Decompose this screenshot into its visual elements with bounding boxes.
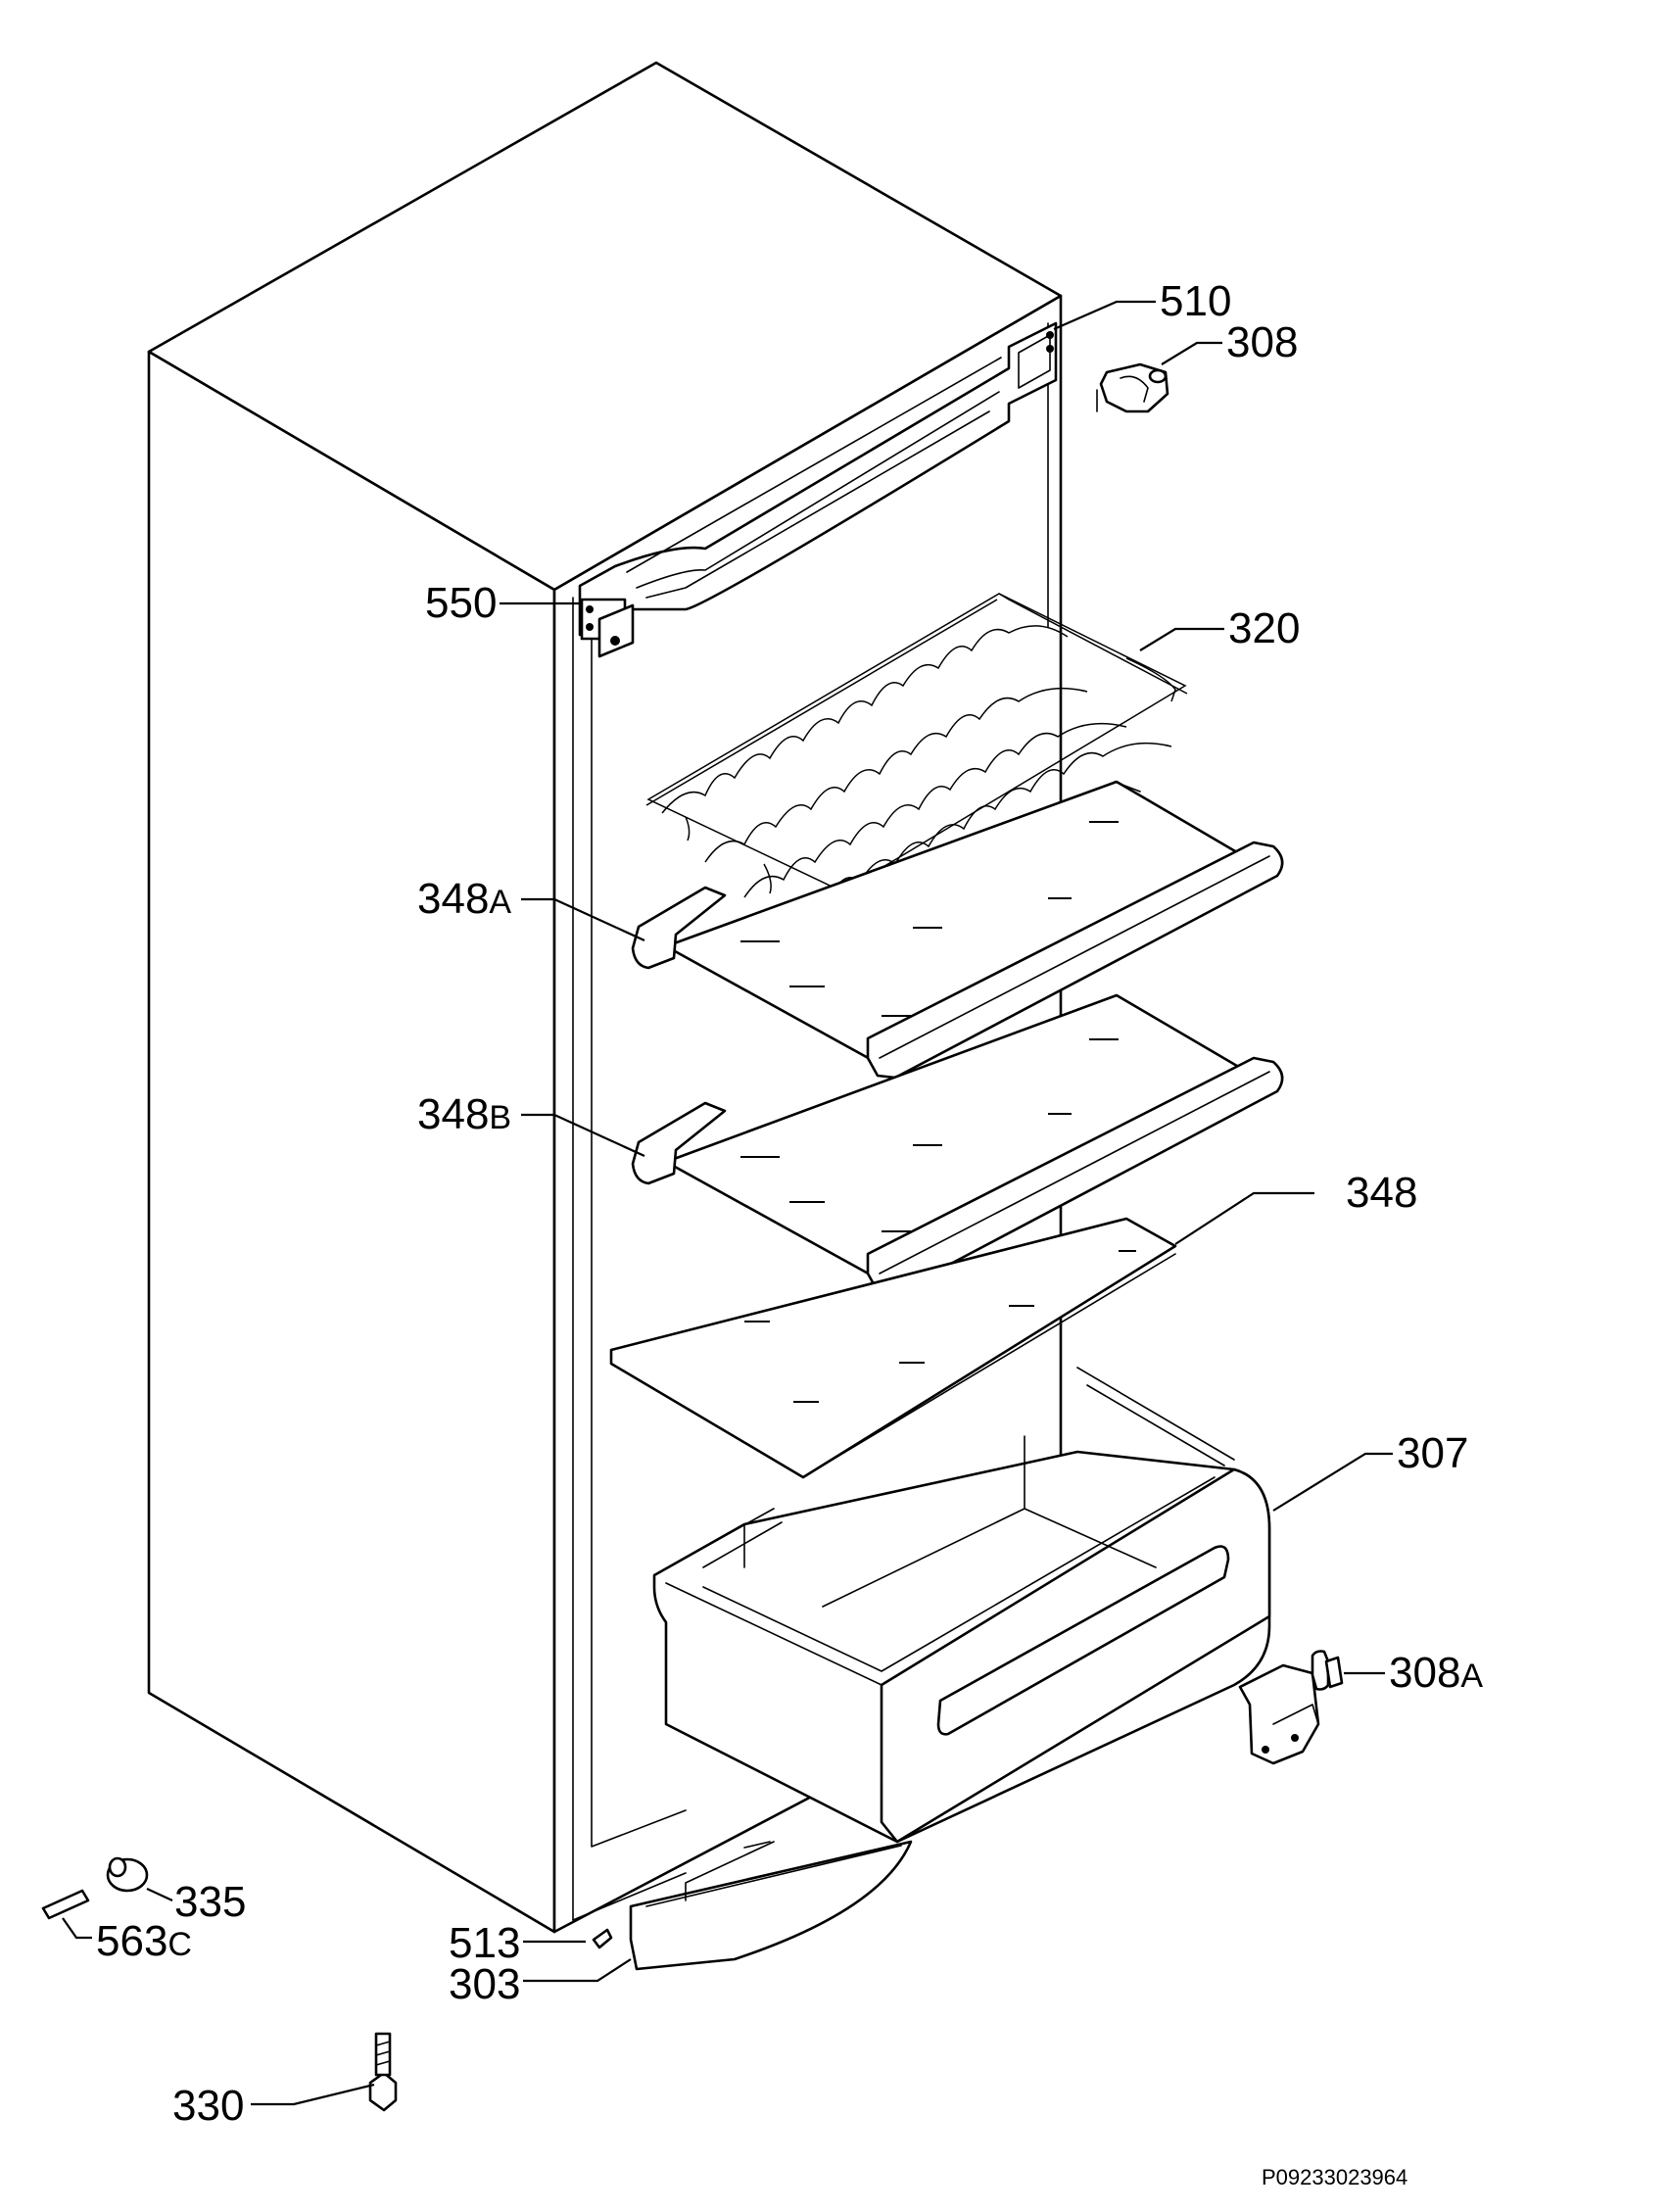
plinth-cover xyxy=(592,1840,913,1971)
callout-348: 348 xyxy=(1346,1169,1417,1217)
door-handle-bar xyxy=(578,321,1058,637)
callout-307: 307 xyxy=(1397,1429,1468,1477)
callout-348a: 348A xyxy=(417,875,511,923)
glass-shelf-348a xyxy=(631,780,1284,1080)
callout-563c: 563C xyxy=(96,1917,192,1965)
callout-550: 550 xyxy=(425,579,497,627)
document-code: P09233023964 xyxy=(1262,2165,1407,2189)
adjustable-foot xyxy=(368,2032,398,2112)
glass-shelf-348b xyxy=(631,993,1284,1295)
small-parts-335-563c xyxy=(41,1856,149,1920)
callout-513: 513 xyxy=(449,1919,520,1967)
callout-303: 303 xyxy=(449,1960,520,2008)
callout-308: 308 xyxy=(1226,318,1298,366)
hinge-part-308a xyxy=(1238,1650,1344,1765)
vegetable-drawer xyxy=(652,1367,1271,1844)
callout-348b: 348B xyxy=(417,1090,511,1138)
glass-shelf-348 xyxy=(609,1217,1177,1479)
callout-labels: 510 308 550 320 348A 348B 348 307 308A 3… xyxy=(96,277,1483,2130)
callout-510: 510 xyxy=(1160,277,1231,325)
frame-line-inner xyxy=(591,626,687,1848)
callout-335: 335 xyxy=(174,1878,246,1926)
leader-lines xyxy=(62,300,1393,2106)
callout-330: 330 xyxy=(172,2082,244,2130)
upper-hinge-part xyxy=(580,598,635,658)
callout-308a: 308A xyxy=(1389,1649,1483,1697)
hinge-part-308 xyxy=(1096,362,1169,413)
callout-320: 320 xyxy=(1228,604,1300,652)
